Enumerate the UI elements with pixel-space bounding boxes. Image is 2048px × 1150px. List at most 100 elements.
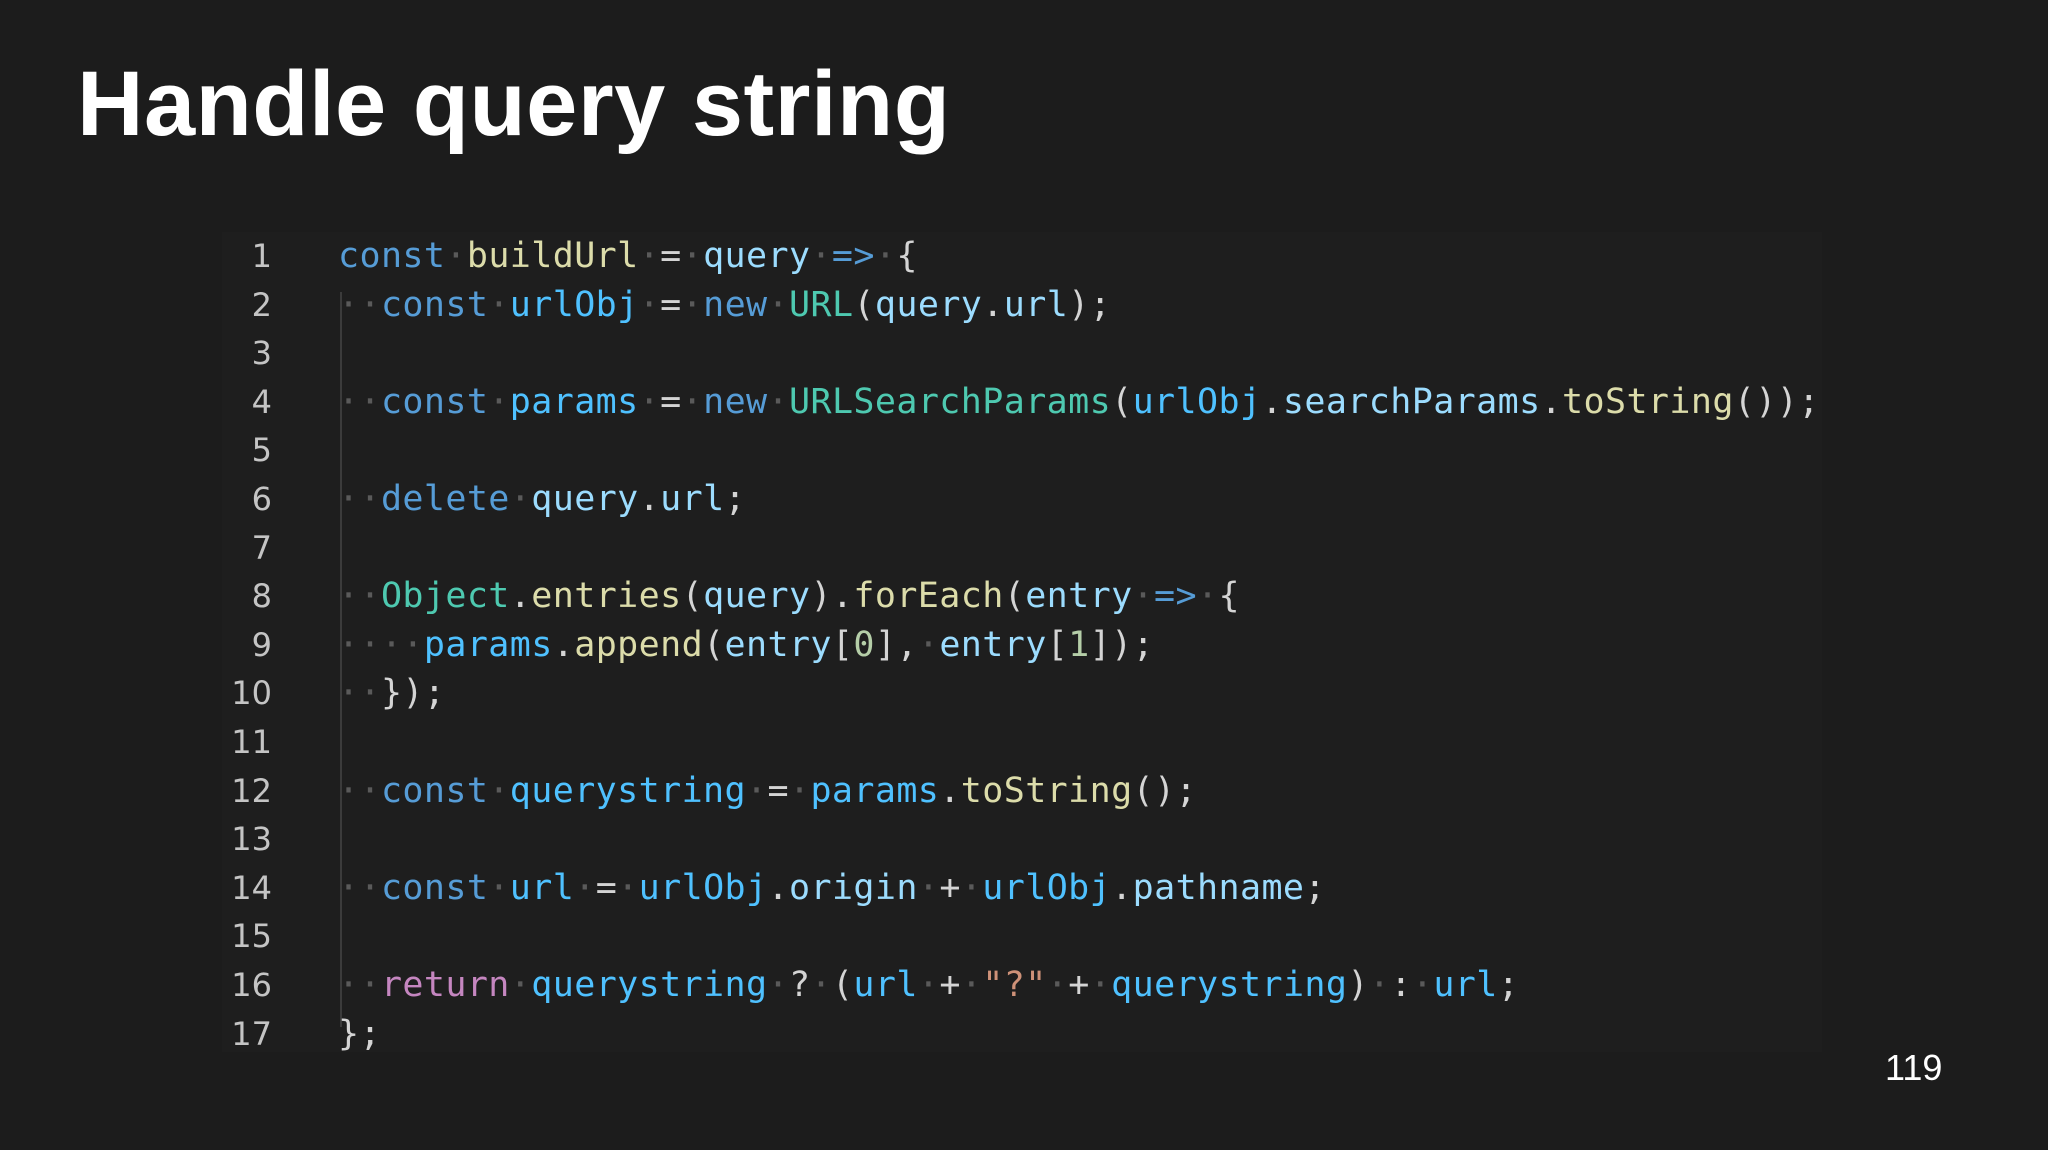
code-token: new <box>703 284 768 325</box>
code-token: querystring <box>1111 965 1348 1005</box>
code-token: ; <box>724 479 747 519</box>
code-token: const <box>380 770 489 811</box>
line-code: ····params.append(entry[0],·entry[1]); <box>338 621 1154 669</box>
line-code: ··const·params·=·new·URLSearchParams(url… <box>338 378 1820 426</box>
code-token: params <box>423 624 553 665</box>
line-number: 13 <box>231 820 272 859</box>
indent-guide <box>340 292 342 1027</box>
code-token: : <box>1390 965 1412 1005</box>
whitespace-marker: · <box>488 770 510 811</box>
code-token: . <box>509 576 532 617</box>
code-token: }); <box>380 673 446 714</box>
whitespace-marker: · <box>1196 576 1219 617</box>
whitespace-marker: · <box>1046 965 1069 1005</box>
code-token: urlObj <box>638 867 768 908</box>
code-token: { <box>1218 576 1240 617</box>
code-token: . <box>638 479 661 519</box>
page-number: 119 <box>1885 1047 1943 1088</box>
code-token: Object <box>380 576 510 617</box>
code-line: 13 <box>222 815 1822 863</box>
whitespace-marker: ·· <box>338 479 381 519</box>
code-line: 8··Object.entries(query).forEach(entry·=… <box>222 572 1822 620</box>
whitespace-marker: ·· <box>338 284 381 325</box>
code-token: params <box>810 770 940 811</box>
code-token: new <box>703 381 768 422</box>
whitespace-marker: ·· <box>338 576 381 617</box>
code-line: 17}; <box>222 1010 1822 1058</box>
line-number: 1 <box>251 237 272 275</box>
code-token: url <box>1003 284 1069 325</box>
code-token: . <box>552 624 575 665</box>
code-token: = <box>660 284 682 325</box>
code-token: entry <box>724 624 832 665</box>
code-token: toString <box>1562 381 1734 422</box>
line-number: 11 <box>231 723 272 761</box>
whitespace-marker: · <box>638 236 661 276</box>
code-token: querystring <box>531 965 768 1005</box>
code-token: const <box>338 236 446 276</box>
code-token: 1 <box>1068 624 1090 665</box>
whitespace-marker: ·· <box>338 867 381 908</box>
whitespace-marker: · <box>509 479 532 519</box>
whitespace-marker: ·· <box>338 673 381 714</box>
line-number: 8 <box>251 577 272 616</box>
line-number: 10 <box>231 674 272 713</box>
code-token: ; <box>1497 965 1520 1005</box>
code-token: params <box>509 381 639 422</box>
code-token: = <box>660 381 682 422</box>
code-token: const <box>380 284 489 325</box>
whitespace-marker: · <box>917 867 940 908</box>
line-number: 16 <box>231 966 272 1004</box>
whitespace-marker: · <box>917 965 940 1005</box>
code-line: 15 <box>222 912 1822 960</box>
code-token: + <box>939 867 961 908</box>
code-token: query <box>874 284 983 325</box>
code-token: url <box>1433 965 1498 1005</box>
whitespace-marker: · <box>960 867 983 908</box>
code-token: ]); <box>1089 624 1155 665</box>
whitespace-marker: ···· <box>338 624 424 665</box>
code-token: = <box>767 770 789 811</box>
code-line: 7 <box>222 524 1822 572</box>
code-token: query <box>531 479 639 519</box>
whitespace-marker: · <box>445 236 467 276</box>
code-token: url <box>660 479 725 519</box>
line-number: 7 <box>251 528 272 567</box>
code-line: 12··const·querystring·=·params.toString(… <box>222 767 1822 815</box>
code-token: ( <box>681 576 704 617</box>
code-line: 2··const·urlObj·=·new·URL(query.url); <box>222 281 1822 329</box>
line-code: ··}); <box>338 669 445 717</box>
code-token: ). <box>810 576 854 617</box>
code-token: ? <box>788 965 811 1005</box>
code-token: append <box>574 624 704 665</box>
code-token: . <box>982 284 1004 325</box>
code-token: (); <box>1132 770 1197 811</box>
whitespace-marker: · <box>1089 965 1112 1005</box>
code-token: => <box>831 236 875 276</box>
code-line: 3 <box>222 329 1822 377</box>
code-token: . <box>1111 867 1133 908</box>
code-token: + <box>939 965 961 1005</box>
code-line: 16··return·querystring·?·(url·+·"?"·+·qu… <box>222 961 1822 1009</box>
whitespace-marker: ·· <box>338 965 381 1005</box>
line-code: ··return·querystring·?·(url·+·"?"·+·quer… <box>338 961 1519 1009</box>
line-number: 12 <box>231 771 272 810</box>
whitespace-marker: · <box>810 965 832 1005</box>
code-token: ( <box>1111 381 1133 422</box>
whitespace-marker: · <box>874 236 897 276</box>
whitespace-marker: · <box>681 381 704 422</box>
code-token: { <box>896 236 918 276</box>
line-number: 3 <box>251 334 272 373</box>
line-code: ··delete·query.url; <box>338 475 746 523</box>
code-token: ); <box>1068 284 1112 325</box>
line-number: 4 <box>251 382 272 421</box>
code-token: = <box>660 236 682 276</box>
code-token: delete <box>380 479 510 519</box>
whitespace-marker: · <box>681 236 704 276</box>
line-code: ··const·url·=·urlObj.origin·+·urlObj.pat… <box>338 864 1326 912</box>
whitespace-marker: · <box>488 381 510 422</box>
code-token: ( <box>1003 576 1026 617</box>
whitespace-marker: · <box>638 284 661 325</box>
whitespace-marker: · <box>681 284 704 325</box>
